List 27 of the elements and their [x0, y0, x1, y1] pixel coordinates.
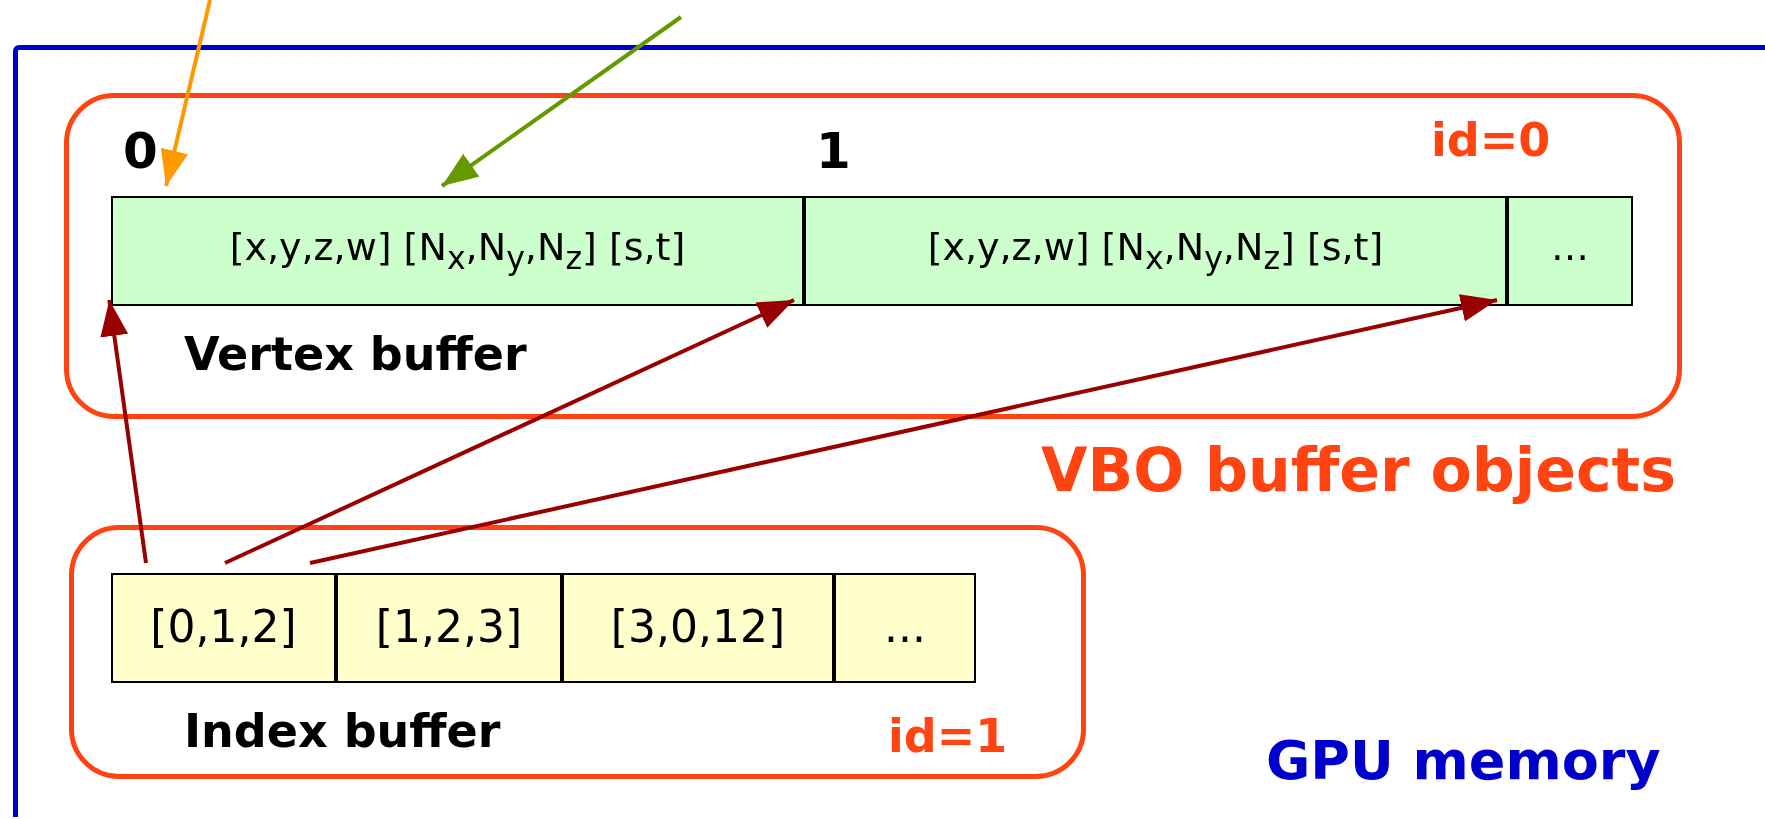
buffer-title: Index buffer	[184, 708, 501, 754]
cell-text: ...	[883, 605, 927, 649]
index-cell	[834, 573, 976, 683]
arrow	[100, 299, 148, 564]
index-cell	[111, 573, 336, 683]
id-label: id=0	[1431, 117, 1551, 163]
cell-text: [x,y,z,w] [N$_{x}$,N$_{y}$,N$_{z}$] [s,t]	[228, 228, 687, 275]
arrow	[160, 0, 212, 187]
buffer-title: Vertex buffer	[184, 331, 527, 377]
arrow	[309, 294, 1498, 565]
cell-text: [1,2,3]	[374, 605, 524, 649]
cell-text: [0,1,2]	[149, 605, 298, 649]
index-cell	[336, 573, 562, 683]
arrow	[224, 298, 795, 565]
index-number: 1	[816, 126, 851, 176]
index-number: 0	[123, 126, 158, 176]
arrow	[440, 15, 683, 188]
memory-frame	[13, 45, 1765, 817]
buffer-group	[64, 93, 1682, 419]
memory-title: GPU memory	[1266, 734, 1661, 788]
cell-text: …	[1550, 228, 1590, 266]
index-cell	[562, 573, 834, 683]
vertex-cell	[1507, 196, 1633, 306]
cell-text: [3,0,12]	[609, 605, 787, 649]
buffer-group	[69, 525, 1086, 779]
cell-text: [x,y,z,w] [N$_{x}$,N$_{y}$,N$_{z}$] [s,t]	[926, 228, 1385, 275]
id-label: id=1	[888, 713, 1008, 759]
